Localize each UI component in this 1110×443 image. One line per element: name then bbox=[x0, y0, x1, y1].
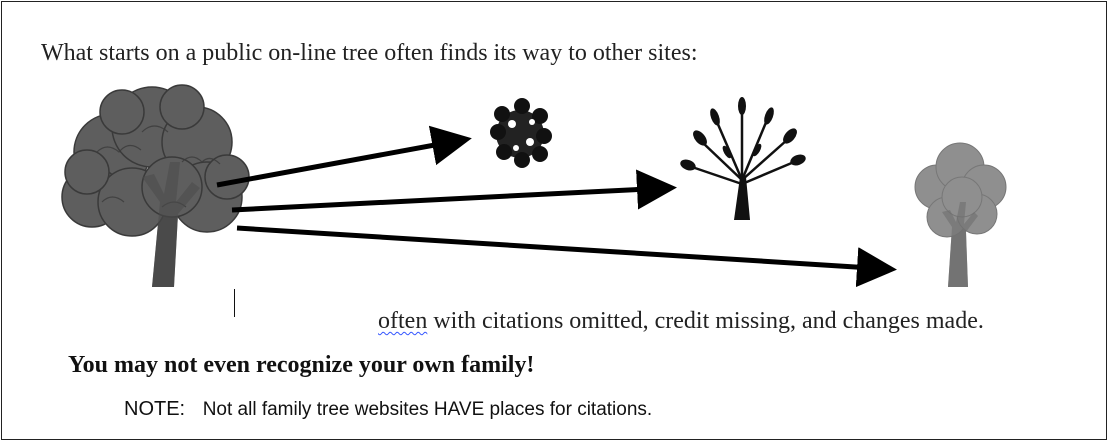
caption-first-word: often bbox=[378, 308, 428, 334]
arrow-to-first-tree bbox=[216, 125, 472, 188]
arrow-to-second-tree bbox=[231, 169, 677, 213]
faded-tree-icon bbox=[914, 142, 1007, 287]
caption-text: often with citations omitted, credit mis… bbox=[378, 308, 984, 335]
note-text: Not all family tree websites HAVE places… bbox=[202, 399, 653, 420]
note-line: NOTE: Not all family tree websites HAVE … bbox=[124, 398, 652, 421]
warning-text: You may not even recognize your own fami… bbox=[68, 352, 535, 378]
large-leafy-tree-icon bbox=[61, 84, 250, 287]
arrow-to-third-tree bbox=[236, 225, 897, 288]
headline-text: What starts on a public on-line tree oft… bbox=[41, 40, 698, 66]
note-label: NOTE: bbox=[124, 398, 186, 420]
sparse-branch-tree-icon bbox=[680, 97, 806, 220]
flower-cluster-tree-icon bbox=[490, 98, 552, 168]
caption-rest: with citations omitted, credit missing, … bbox=[427, 308, 984, 334]
text-cursor bbox=[234, 289, 235, 317]
